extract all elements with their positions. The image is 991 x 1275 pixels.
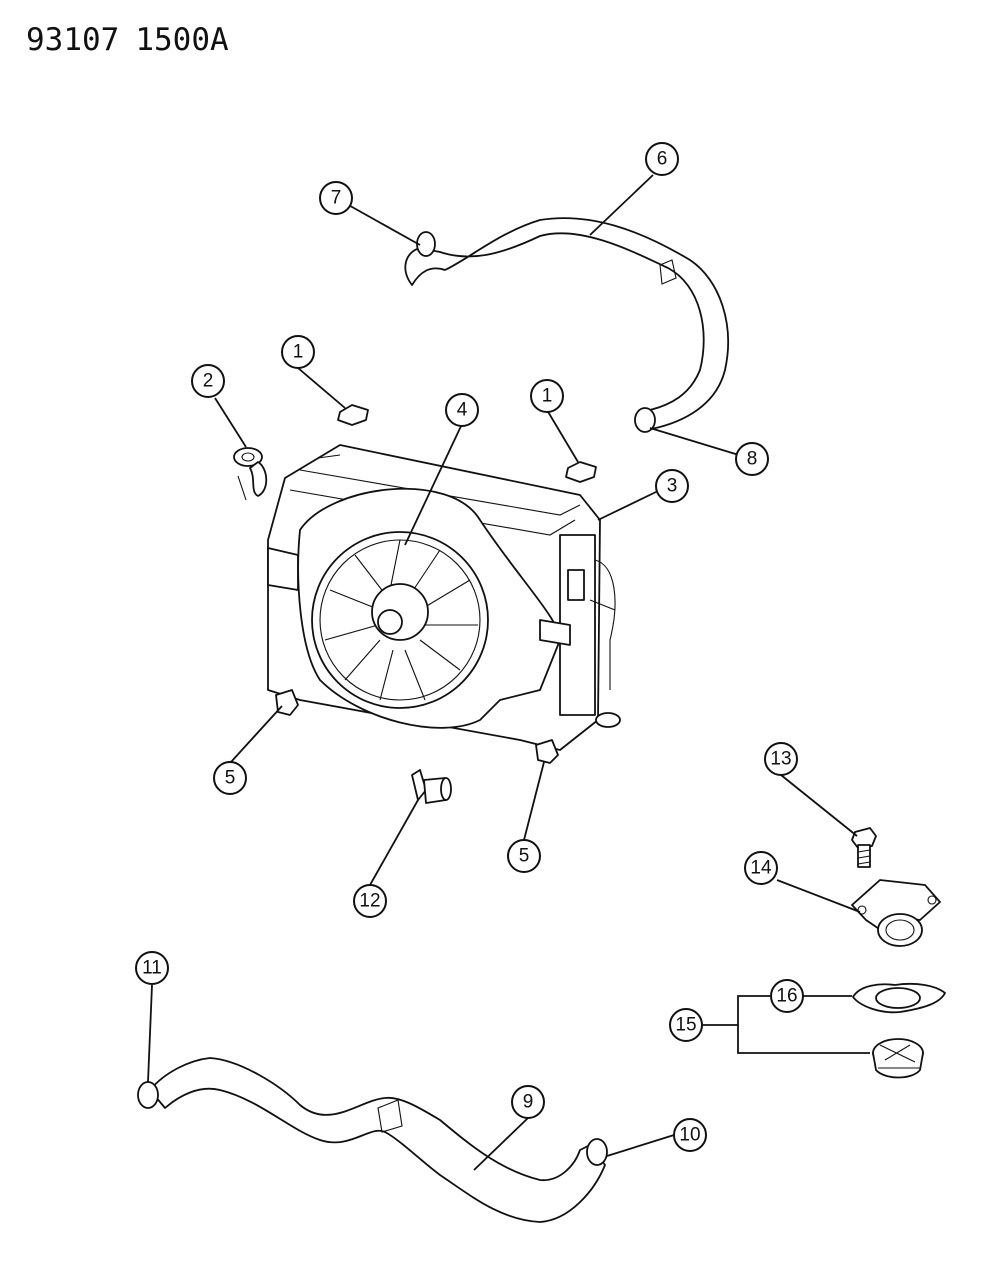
isolator-left xyxy=(337,404,369,426)
drain-fitting xyxy=(567,569,585,601)
svg-text:6: 6 xyxy=(657,149,668,170)
callout-7: 7 xyxy=(319,181,353,215)
svg-text:10: 10 xyxy=(679,1125,700,1146)
lower-isolator-left xyxy=(275,689,299,716)
callout-3: 3 xyxy=(655,469,689,503)
hose-clamp-10 xyxy=(586,1138,608,1166)
callout-8: 8 xyxy=(735,442,769,476)
svg-text:5: 5 xyxy=(519,846,530,867)
leader-lines xyxy=(147,174,870,1171)
outlet-neck xyxy=(595,712,621,728)
svg-text:1: 1 xyxy=(293,342,304,363)
drawing-code: 1500A xyxy=(135,22,229,58)
callout-11: 11 xyxy=(135,951,169,985)
svg-text:1: 1 xyxy=(542,386,553,407)
svg-text:7: 7 xyxy=(331,188,342,209)
callout-1b: 1 xyxy=(530,379,564,413)
gasket xyxy=(852,982,946,1014)
isolator-right xyxy=(565,461,597,483)
svg-text:3: 3 xyxy=(667,476,678,497)
callout-9: 9 xyxy=(511,1085,545,1119)
callout-16: 16 xyxy=(770,979,804,1013)
hose-clamp-8 xyxy=(634,407,656,433)
drain-cock xyxy=(411,769,452,804)
callout-6: 6 xyxy=(645,142,679,176)
fan-assembly xyxy=(297,487,571,729)
callout-12: 12 xyxy=(353,884,387,918)
svg-text:11: 11 xyxy=(142,958,162,979)
svg-text:14: 14 xyxy=(750,858,772,879)
svg-text:5: 5 xyxy=(225,768,236,789)
callout-2: 2 xyxy=(191,364,225,398)
callout-13: 13 xyxy=(764,742,798,776)
svg-text:12: 12 xyxy=(359,891,380,912)
callout-14: 14 xyxy=(744,851,778,885)
callout-10: 10 xyxy=(673,1118,707,1152)
callout-5a: 5 xyxy=(213,761,247,795)
bolt xyxy=(851,827,877,868)
svg-text:13: 13 xyxy=(770,749,791,770)
lower-isolator-right xyxy=(535,739,559,764)
callout-1a: 1 xyxy=(281,335,315,369)
callout-15: 15 xyxy=(669,1008,703,1042)
svg-text:15: 15 xyxy=(675,1015,696,1036)
filler-neck xyxy=(233,447,268,501)
svg-text:16: 16 xyxy=(776,986,797,1007)
callout-5b: 5 xyxy=(507,839,541,873)
thermostat xyxy=(872,1038,924,1079)
water-outlet-housing xyxy=(851,879,941,947)
svg-text:9: 9 xyxy=(523,1092,534,1113)
drawing-number: 93107 xyxy=(26,22,120,58)
hose-clamp-11 xyxy=(137,1081,159,1109)
drawing-header: 93107 1500A xyxy=(26,22,245,58)
svg-text:2: 2 xyxy=(203,371,214,392)
callout-4: 4 xyxy=(445,393,479,427)
svg-text:4: 4 xyxy=(457,400,468,421)
svg-text:8: 8 xyxy=(747,449,758,470)
lower-radiator-hose xyxy=(137,1057,608,1223)
